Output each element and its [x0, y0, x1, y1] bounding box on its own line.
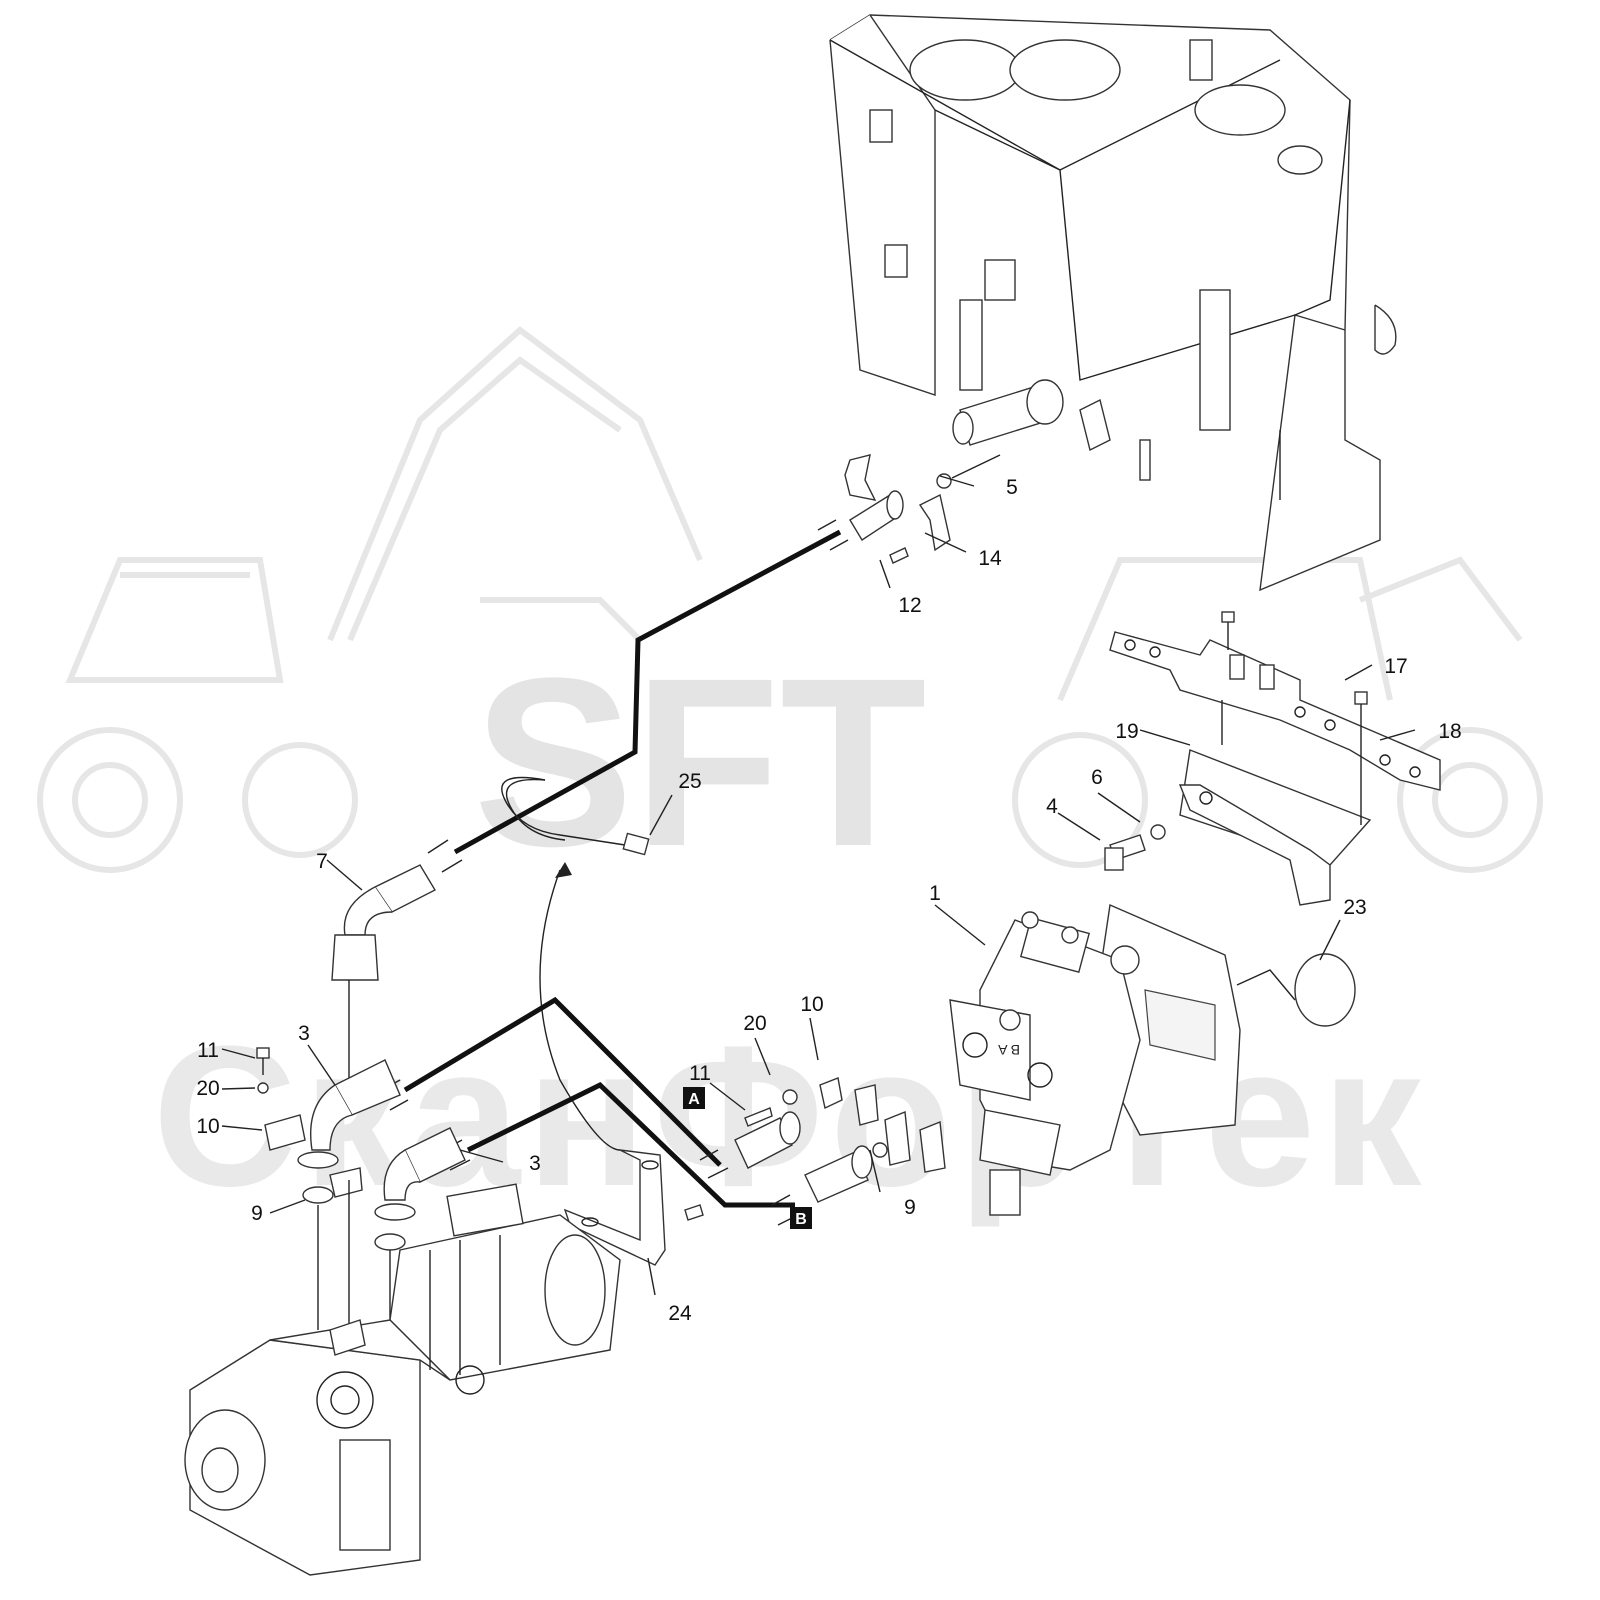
callout-9a: 9 — [251, 1202, 263, 1225]
fitting-port-b — [804, 1111, 946, 1203]
leader-lines — [221, 475, 1416, 1296]
port-tag-a: A — [683, 1087, 705, 1109]
callout-9b: 9 — [904, 1196, 916, 1219]
left-fittings — [256, 1047, 406, 1360]
callout-12: 12 — [898, 594, 921, 617]
callout-3b: 3 — [529, 1152, 541, 1175]
watermark-logo: SFT — [473, 628, 926, 896]
main-pump-assembly — [184, 1183, 621, 1576]
callout-1: 1 — [929, 882, 941, 905]
hose-3-lower — [374, 1081, 799, 1226]
callout-20b: 20 — [743, 1012, 766, 1035]
callout-10a: 10 — [196, 1115, 219, 1138]
port-tag-b-label: B — [795, 1211, 807, 1228]
wire-harness-25 — [501, 776, 650, 1151]
callout-23: 23 — [1343, 896, 1366, 919]
port-tag-a-label: A — [688, 1091, 700, 1108]
callout-18: 18 — [1438, 720, 1461, 743]
cover-23-line — [1236, 969, 1296, 1001]
bolt-4 — [1104, 824, 1166, 871]
callout-20a: 20 — [196, 1077, 219, 1100]
hose-3-upper — [297, 996, 729, 1179]
hose-7 — [331, 490, 904, 1080]
cover-23 — [1294, 953, 1356, 1027]
fitting-port-a — [734, 1077, 879, 1169]
port-tag-b: B — [790, 1207, 812, 1229]
mounting-bracket-18 — [1109, 611, 1441, 791]
callout-17: 17 — [1384, 655, 1407, 678]
callout-7: 7 — [316, 850, 328, 873]
machine-frame — [829, 14, 1397, 592]
callout-25: 25 — [678, 770, 701, 793]
callout-5: 5 — [1006, 476, 1018, 499]
callout-11b: 11 — [689, 1062, 711, 1085]
bolt-17 — [1354, 691, 1368, 825]
hydraulic-motor-1: B A — [949, 903, 1241, 1216]
pump-port-marking: B A — [998, 1042, 1020, 1058]
callout-3a: 3 — [298, 1022, 310, 1045]
split-flange-set-top — [844, 454, 1001, 564]
callout-4: 4 — [1046, 795, 1058, 818]
callout-11a: 11 — [197, 1039, 219, 1062]
callout-10b: 10 — [800, 993, 823, 1016]
watermark-machinery-outline — [37, 326, 1543, 873]
callout-14: 14 — [978, 547, 1002, 570]
callout-19: 19 — [1115, 720, 1138, 743]
bracket-19 — [1178, 749, 1372, 906]
callout-24: 24 — [668, 1302, 692, 1325]
callout-numbers: 1 3 3 4 5 6 7 9 9 10 10 11 11 12 14 17 1… — [196, 476, 1461, 1325]
callout-6: 6 — [1091, 766, 1103, 789]
